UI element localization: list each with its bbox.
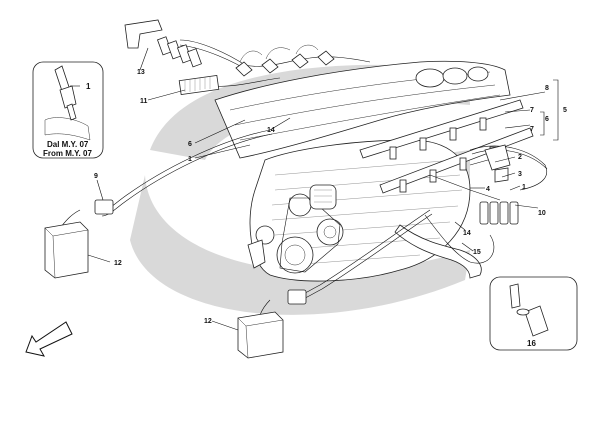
callout-3: 3 [518, 171, 522, 178]
ecu-module-upper [44, 221, 89, 279]
engine-assembly [214, 60, 534, 282]
callout-7-b: 7 [530, 126, 534, 133]
inset-callout-16: 16 [527, 339, 536, 348]
callout-1-right: 1 [522, 184, 526, 191]
callout-7-a: 7 [530, 107, 534, 114]
callout-1-left: 1 [188, 156, 192, 163]
callout-15: 15 [473, 249, 481, 256]
inline-connector-lower [259, 289, 307, 316]
spark-plug-connectors [235, 44, 335, 77]
harness-sleeve [178, 74, 220, 96]
callout-12-lower: 12 [204, 318, 212, 325]
callout-10: 10 [538, 210, 546, 217]
callout-6-left: 6 [188, 141, 192, 148]
inset-caption-it: Dal M.Y. 07 [47, 140, 89, 149]
front-direction-arrow [25, 321, 73, 357]
relay-bracket [484, 144, 511, 183]
callout-4: 4 [486, 186, 490, 193]
callout-8: 8 [545, 85, 549, 92]
callout-6-right: 6 [545, 116, 549, 123]
ecu-module-lower [237, 311, 284, 359]
coil-connector-cluster [156, 36, 202, 68]
mounting-bracket [124, 19, 163, 49]
coil-pack-right [479, 201, 519, 225]
callout-13: 13 [137, 69, 145, 76]
callout-11: 11 [140, 98, 148, 105]
callout-2: 2 [518, 154, 522, 161]
callout-labels: 1 Dal M.Y. 07 From M.Y. 07 16 13 11 6 1 … [43, 69, 567, 348]
callout-9: 9 [94, 173, 98, 180]
inset-callout-1: 1 [86, 82, 91, 91]
callout-12-upper: 12 [114, 260, 122, 267]
inset-box-connector [489, 276, 578, 351]
inset-caption-en: From M.Y. 07 [43, 149, 92, 158]
inset-box-spark-plug-coil [32, 61, 104, 159]
callout-14-center: 14 [267, 127, 275, 134]
leader-lines [70, 47, 559, 331]
callout-14-right: 14 [463, 230, 471, 237]
callout-5: 5 [563, 107, 567, 114]
